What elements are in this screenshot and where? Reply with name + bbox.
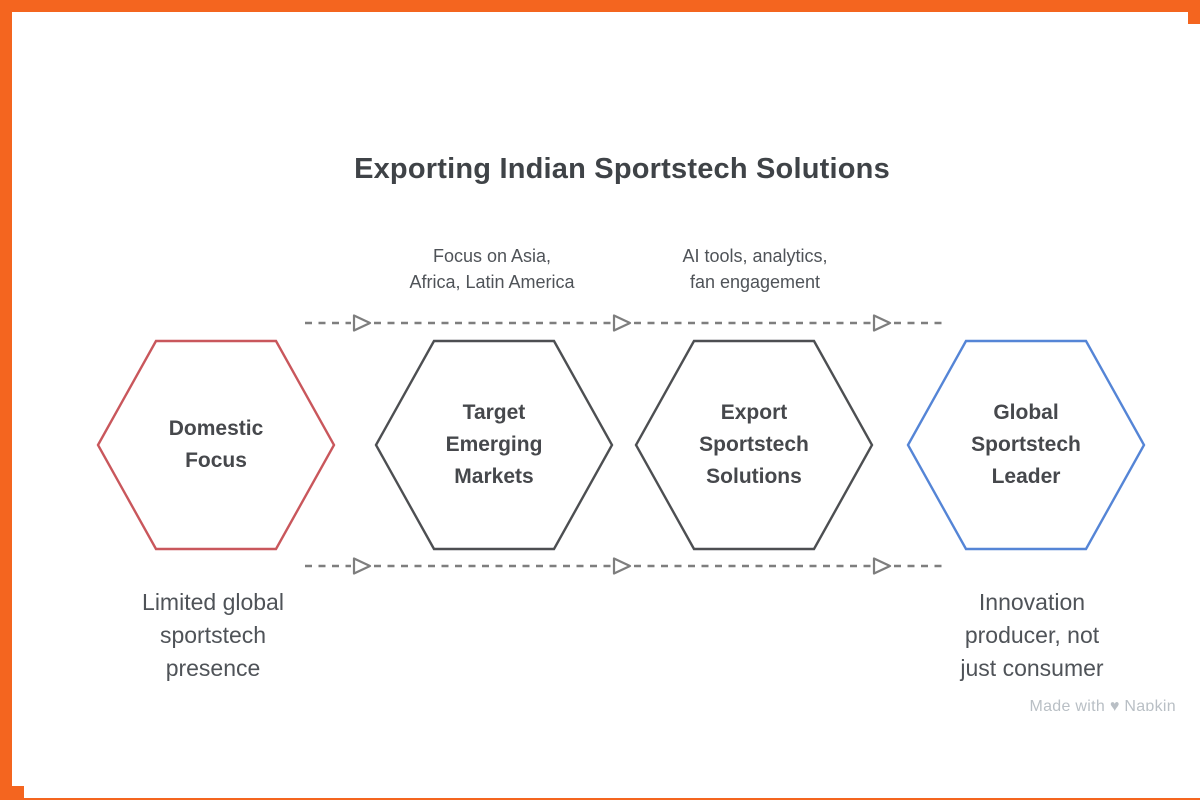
arrowhead-icon bbox=[872, 557, 892, 575]
diagram-title: Exporting Indian Sportstech Solutions bbox=[354, 153, 890, 185]
transition-label-ai-tools: AI tools, analytics, fan engagement bbox=[682, 246, 828, 292]
stage-label: Export Sportstech Solutions bbox=[699, 401, 809, 488]
hexagon-shape bbox=[634, 339, 874, 551]
hexagon-shape bbox=[906, 339, 1146, 551]
stage-hexagon-target-emerging-markets: Target Emerging Markets bbox=[374, 339, 614, 551]
hexagon-shape bbox=[96, 339, 336, 551]
arrowhead-icon bbox=[872, 314, 892, 332]
diagram-canvas: Exporting Indian Sportstech Solutions Fo… bbox=[24, 24, 1200, 798]
caption-innovation-producer: Innovation producer, not just consumer bbox=[960, 589, 1104, 681]
caption-limited-global-presence: Limited global sportstech presence bbox=[142, 589, 284, 681]
stage-hexagon-export-sportstech-solutions: Export Sportstech Solutions bbox=[634, 339, 874, 551]
transition-label-emerging-markets: Focus on Asia, Africa, Latin America bbox=[409, 246, 575, 292]
stage-label: Domestic Focus bbox=[168, 417, 264, 472]
stage-hexagon-domestic-focus: Domestic Focus bbox=[96, 339, 336, 551]
arrowhead-icon bbox=[352, 557, 372, 575]
arrowhead-icon bbox=[612, 314, 632, 332]
stage-hexagon-global-sportstech-leader: Global Sportstech Leader bbox=[906, 339, 1146, 551]
napkin-watermark: Made with ♥ Napkin bbox=[1029, 698, 1176, 711]
top-flow-arrow bbox=[305, 314, 942, 332]
stage-label: Global Sportstech Leader bbox=[971, 401, 1081, 488]
bottom-flow-arrow bbox=[305, 557, 942, 575]
arrowhead-icon bbox=[352, 314, 372, 332]
arrowhead-icon bbox=[612, 557, 632, 575]
stage-label: Target Emerging Markets bbox=[445, 401, 543, 488]
hexagon-shape bbox=[374, 339, 614, 551]
